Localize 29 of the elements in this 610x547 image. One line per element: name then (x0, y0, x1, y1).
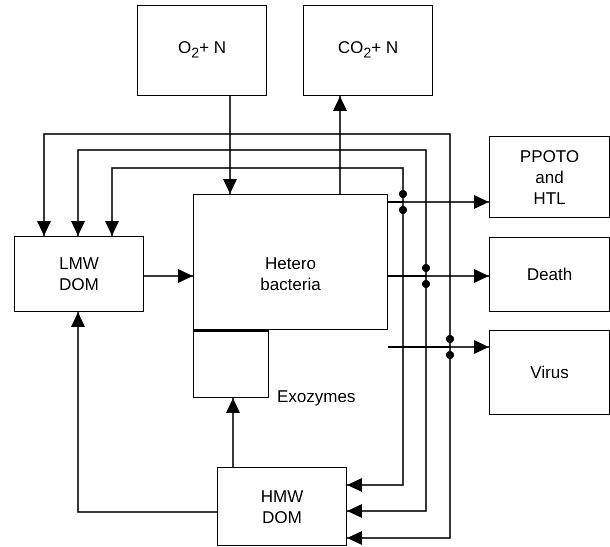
arrow (226, 398, 240, 467)
arrow (347, 346, 451, 545)
arrow (37, 133, 451, 348)
process-box (489, 330, 610, 415)
node-label: Hetero bacteria (260, 253, 321, 295)
node-caption: Exozymes (277, 386, 356, 407)
arrow (223, 96, 237, 194)
node-label: HMW DOM (260, 486, 304, 528)
process-box (489, 237, 610, 312)
node-label: Death (526, 264, 572, 285)
arrow (71, 149, 427, 277)
arrow (333, 96, 347, 194)
arrow (347, 275, 427, 518)
node-label: LMW DOM (59, 253, 99, 295)
node-label: O$_{2}$+ N (178, 36, 226, 64)
node-label: PPOTO and HTL (520, 146, 580, 208)
arrow (347, 201, 404, 492)
node-label: CO$_{2}$+ N (338, 36, 398, 64)
arrow (71, 312, 217, 513)
process-box (217, 467, 347, 546)
process-box (137, 5, 267, 96)
arrow (144, 269, 193, 283)
process-box (14, 236, 144, 312)
node-label: Virus (530, 362, 569, 383)
enzyme-box (193, 330, 269, 398)
arrow (105, 167, 404, 236)
process-box (193, 194, 388, 330)
process-box (303, 5, 433, 96)
process-box (489, 136, 610, 218)
